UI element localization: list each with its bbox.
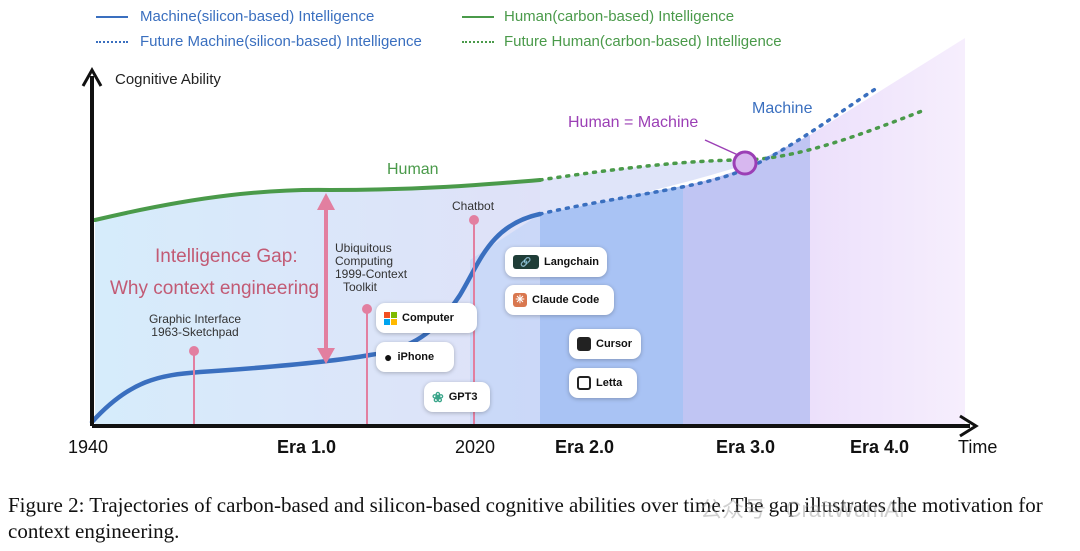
chip-claude-code: ✳ Claude Code — [505, 285, 614, 315]
chip-langchain-label: Langchain — [543, 256, 599, 268]
pin-chatbot-dot — [469, 215, 479, 225]
openai-icon: ❀ — [432, 389, 444, 405]
chip-cursor: Cursor — [569, 329, 641, 359]
pin-context-toolkit-dot — [362, 304, 372, 314]
windows-icon — [384, 311, 397, 325]
chip-letta: Letta — [569, 368, 637, 398]
intersection-marker — [732, 150, 758, 176]
milestone-graphic-line1: Graphic Interface — [148, 312, 242, 326]
chip-gpt3: ❀ GPT3 — [424, 382, 490, 412]
legend-future-machine-label: Future Machine(silicon-based) Intelligen… — [140, 33, 422, 50]
milestone-ubi-line4: Toolkit — [343, 280, 378, 294]
tick-2020: 2020 — [455, 437, 496, 457]
chip-claude-code-label: Claude Code — [532, 294, 600, 306]
human-label: Human — [387, 161, 439, 178]
gap-title-line2: Why context engineering — [110, 278, 320, 299]
milestone-graphic-line2: 1963-Sketchpad — [151, 325, 239, 339]
equal-pointer — [704, 139, 739, 156]
legend-human-label: Human(carbon-based) Intelligence — [504, 8, 735, 25]
langchain-icon: 🔗 — [513, 255, 539, 269]
tick-era-2: Era 2.0 — [555, 437, 615, 457]
chip-langchain: 🔗 Langchain — [505, 247, 607, 277]
letta-icon — [577, 376, 591, 390]
gap-title-line1: Intelligence Gap: — [155, 246, 298, 267]
chip-cursor-label: Cursor — [596, 338, 633, 350]
milestone-ubi-line1: Ubiquitous — [335, 241, 392, 255]
human-curve — [93, 178, 542, 222]
milestone-ubiquitous: Ubiquitous Computing 1999-Context Toolki… — [335, 242, 435, 294]
x-axis-label: Time — [958, 437, 998, 457]
tick-era-3: Era 3.0 — [716, 437, 776, 457]
legend-future-human-swatch — [462, 41, 494, 43]
equal-label: Human = Machine — [568, 114, 699, 131]
figure-caption: Figure 2: Trajectories of carbon-based a… — [8, 493, 1043, 543]
tick-era-4: Era 4.0 — [850, 437, 910, 457]
watermark: 公众号 · CraftWumAI — [700, 497, 905, 522]
chip-computer-label: Computer — [402, 312, 454, 324]
era3-band — [683, 135, 810, 425]
trajectory-diagram — [81, 38, 979, 438]
milestone-graphic-interface: Graphic Interface 1963-Sketchpad — [140, 313, 250, 339]
legend-future-machine-swatch — [96, 41, 128, 43]
legend-machine-swatch — [96, 16, 128, 18]
apple-icon: ● — [384, 349, 393, 365]
chip-computer: Computer — [376, 303, 477, 333]
x-axis-arrowhead — [959, 414, 979, 438]
y-axis-label: Cognitive Ability — [115, 71, 221, 88]
legend-machine-label: Machine(silicon-based) Intelligence — [140, 8, 375, 25]
tick-1940: 1940 — [68, 437, 109, 457]
chip-gpt3-label: GPT3 — [448, 391, 478, 403]
chip-iphone: ● iPhone — [376, 342, 454, 372]
chip-iphone-label: iPhone — [397, 351, 435, 363]
legend-human-swatch — [462, 16, 494, 18]
milestone-ubi-line2: Computing — [335, 254, 394, 268]
machine-label: Machine — [752, 100, 813, 117]
cursor-icon — [577, 337, 591, 351]
y-axis-arrowhead — [81, 66, 103, 87]
milestone-ubi-line3: 1999-Context — [335, 267, 408, 281]
gap-arrow-bottom — [317, 348, 335, 364]
legend-future-human-label: Future Human(carbon-based) Intelligence — [504, 33, 782, 50]
pin-sketchpad-dot — [189, 346, 199, 356]
claude-icon: ✳ — [513, 293, 527, 307]
tick-era-1: Era 1.0 — [277, 437, 337, 457]
chip-letta-label: Letta — [596, 377, 623, 389]
milestone-chatbot: Chatbot — [452, 199, 495, 213]
machine-curve — [89, 211, 543, 425]
gap-arrow-top — [317, 193, 335, 210]
era4-band — [810, 38, 965, 425]
future-machine-curve — [538, 84, 882, 216]
